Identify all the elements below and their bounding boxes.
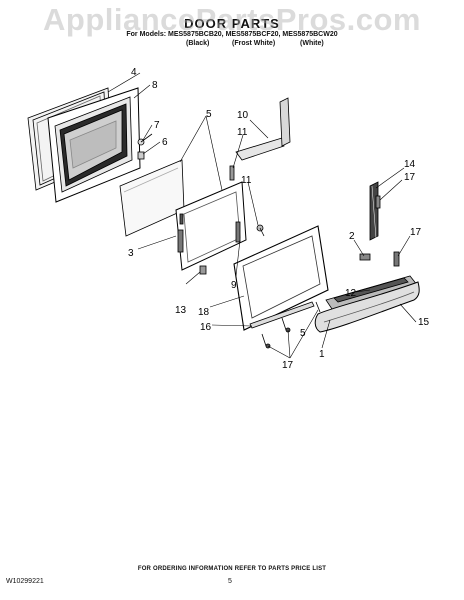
part-18-outer-glass xyxy=(233,225,329,331)
callout-9: 9 xyxy=(231,280,237,291)
part-11-screw-lower xyxy=(256,224,265,237)
variant-black: (Black) xyxy=(186,40,210,47)
callout-14: 14 xyxy=(404,159,416,170)
part-17-screw-right xyxy=(393,251,400,267)
part-14-handle-end-cap xyxy=(369,181,379,241)
callout-4: 4 xyxy=(131,67,137,78)
page-title: DOOR PARTS xyxy=(184,16,280,31)
callout-16: 16 xyxy=(200,322,212,333)
document-number: W10299221 xyxy=(6,578,44,585)
part-10-door-hinge-bracket xyxy=(235,97,291,161)
part-7-screw xyxy=(137,133,153,146)
variant-frost-white: (Frost White) xyxy=(232,40,276,47)
part-6-clip xyxy=(137,151,145,160)
leader-lines xyxy=(107,72,417,359)
part-8-inner-door-panel xyxy=(47,87,141,203)
page-number: 5 xyxy=(228,578,232,585)
callout-8: 8 xyxy=(152,80,158,91)
variant-white: (White) xyxy=(300,40,324,47)
callout-11-lower: 11 xyxy=(241,175,252,186)
callout-17-bottom: 17 xyxy=(282,360,294,371)
model-list: For Models: MES5875BCB20, MES5875BCF20, … xyxy=(126,31,338,38)
part-16-bottom-trim xyxy=(249,301,321,349)
callout-13: 13 xyxy=(175,305,187,316)
callout-3: 3 xyxy=(128,248,134,259)
callout-5-upper: 5 xyxy=(206,109,212,120)
part-13-clip xyxy=(199,265,207,275)
part-12-handle-bracket xyxy=(325,275,419,313)
callout-11-upper: 11 xyxy=(237,127,248,138)
watermark: AppliancePartsPros.com xyxy=(43,2,421,37)
callout-12: 12 xyxy=(345,288,357,299)
callout-7: 7 xyxy=(154,120,160,131)
callout-17-right: 17 xyxy=(410,227,422,238)
ordering-note: FOR ORDERING INFORMATION REFER TO PARTS … xyxy=(137,566,327,572)
part-11-screw-upper xyxy=(229,165,235,181)
part-2-spacer xyxy=(359,253,371,261)
callout-2: 2 xyxy=(349,231,355,242)
callout-10: 10 xyxy=(237,110,249,121)
part-3-glass-pack-frame xyxy=(175,181,247,271)
callout-6: 6 xyxy=(162,137,168,148)
callout-17-top: 17 xyxy=(404,172,416,183)
callout-5-lower: 5 xyxy=(300,328,306,339)
part-15-door-handle xyxy=(314,281,420,333)
callout-15: 15 xyxy=(418,317,430,328)
callout-18: 18 xyxy=(198,307,210,318)
callout-1: 1 xyxy=(319,349,325,360)
part-17-screw-top xyxy=(375,195,381,209)
